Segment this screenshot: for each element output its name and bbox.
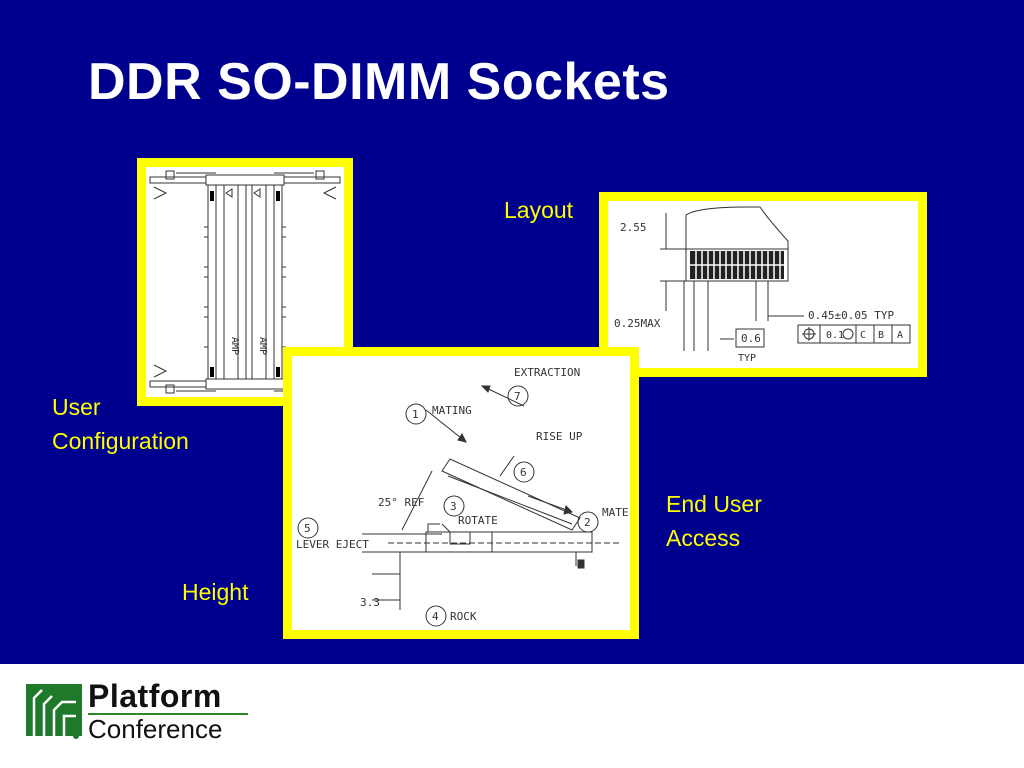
mate-label: MATE [602,506,629,519]
height-dimension-label: 3.3 [360,596,380,609]
user-configuration-caption-line2: Configuration [52,428,189,454]
extraction-label: EXTRACTION [514,366,580,379]
step-1-number: 1 [412,408,419,421]
step-2-number: 2 [584,516,591,529]
socket-side-view-drawing: 1 2 3 4 5 6 7 EXTRACTION MATING RISE UP … [296,366,629,627]
platform-logo-icon [26,684,82,739]
end-user-access-caption: End User Access [666,487,762,555]
amp-brand-text-1: AMP [229,337,240,355]
layout-fcf-datum-a: A [897,330,903,341]
rotate-label: ROTATE [458,514,498,527]
step-4-number: 4 [432,610,439,623]
slide: DDR SO-DIMM Sockets Layout User Configur… [0,0,1024,664]
layout-figure: 2.55 0.25MAX 0.45±0.05 TYP 0.6 TYP 0.1 C… [599,192,927,377]
layout-dim-top: 2.55 [620,221,647,234]
layout-fcf-datum-c: C [860,330,866,341]
page-title: DDR SO-DIMM Sockets [88,53,670,111]
step-7-number: 7 [514,390,521,403]
rise-up-label: RISE UP [536,430,583,443]
layout-fcf-tolerance: 0.1 [826,330,844,341]
user-configuration-caption: User Configuration [52,390,189,458]
layout-dim-right: 0.45±0.05 TYP [808,309,894,322]
rock-label: ROCK [450,610,477,623]
step-6-number: 6 [520,466,527,479]
end-user-access-caption-line2: Access [666,525,741,551]
footer [0,664,1024,768]
height-caption: Height [182,579,249,605]
step-5-number: 5 [304,522,311,535]
layout-fcf-datum-b: B [878,330,884,341]
layout-dim-bottom-typ: TYP [738,353,756,364]
layout-caption: Layout [504,197,574,223]
mating-label: MATING [432,404,472,417]
logo-text-conference: Conference [88,714,223,744]
socket-top-view-drawing: AMP AMP [149,170,341,394]
layout-dimension-drawing: 2.55 0.25MAX 0.45±0.05 TYP 0.6 TYP 0.1 C… [614,206,911,364]
layout-dim-left: 0.25MAX [614,317,661,330]
end-user-access-figure: 1 2 3 4 5 6 7 EXTRACTION MATING RISE UP … [283,347,639,639]
ref-angle-label: 25° REF [378,496,424,509]
end-user-access-caption-line1: End User [666,491,762,517]
amp-brand-text-2: AMP [257,337,268,355]
logo-divider [88,713,248,715]
logo-text-platform: Platform [88,678,222,714]
layout-dim-bottom: 0.6 [741,332,761,345]
lever-eject-label: LEVER EJECT [296,538,369,551]
user-configuration-caption-line1: User [52,394,101,420]
step-3-number: 3 [450,500,457,513]
